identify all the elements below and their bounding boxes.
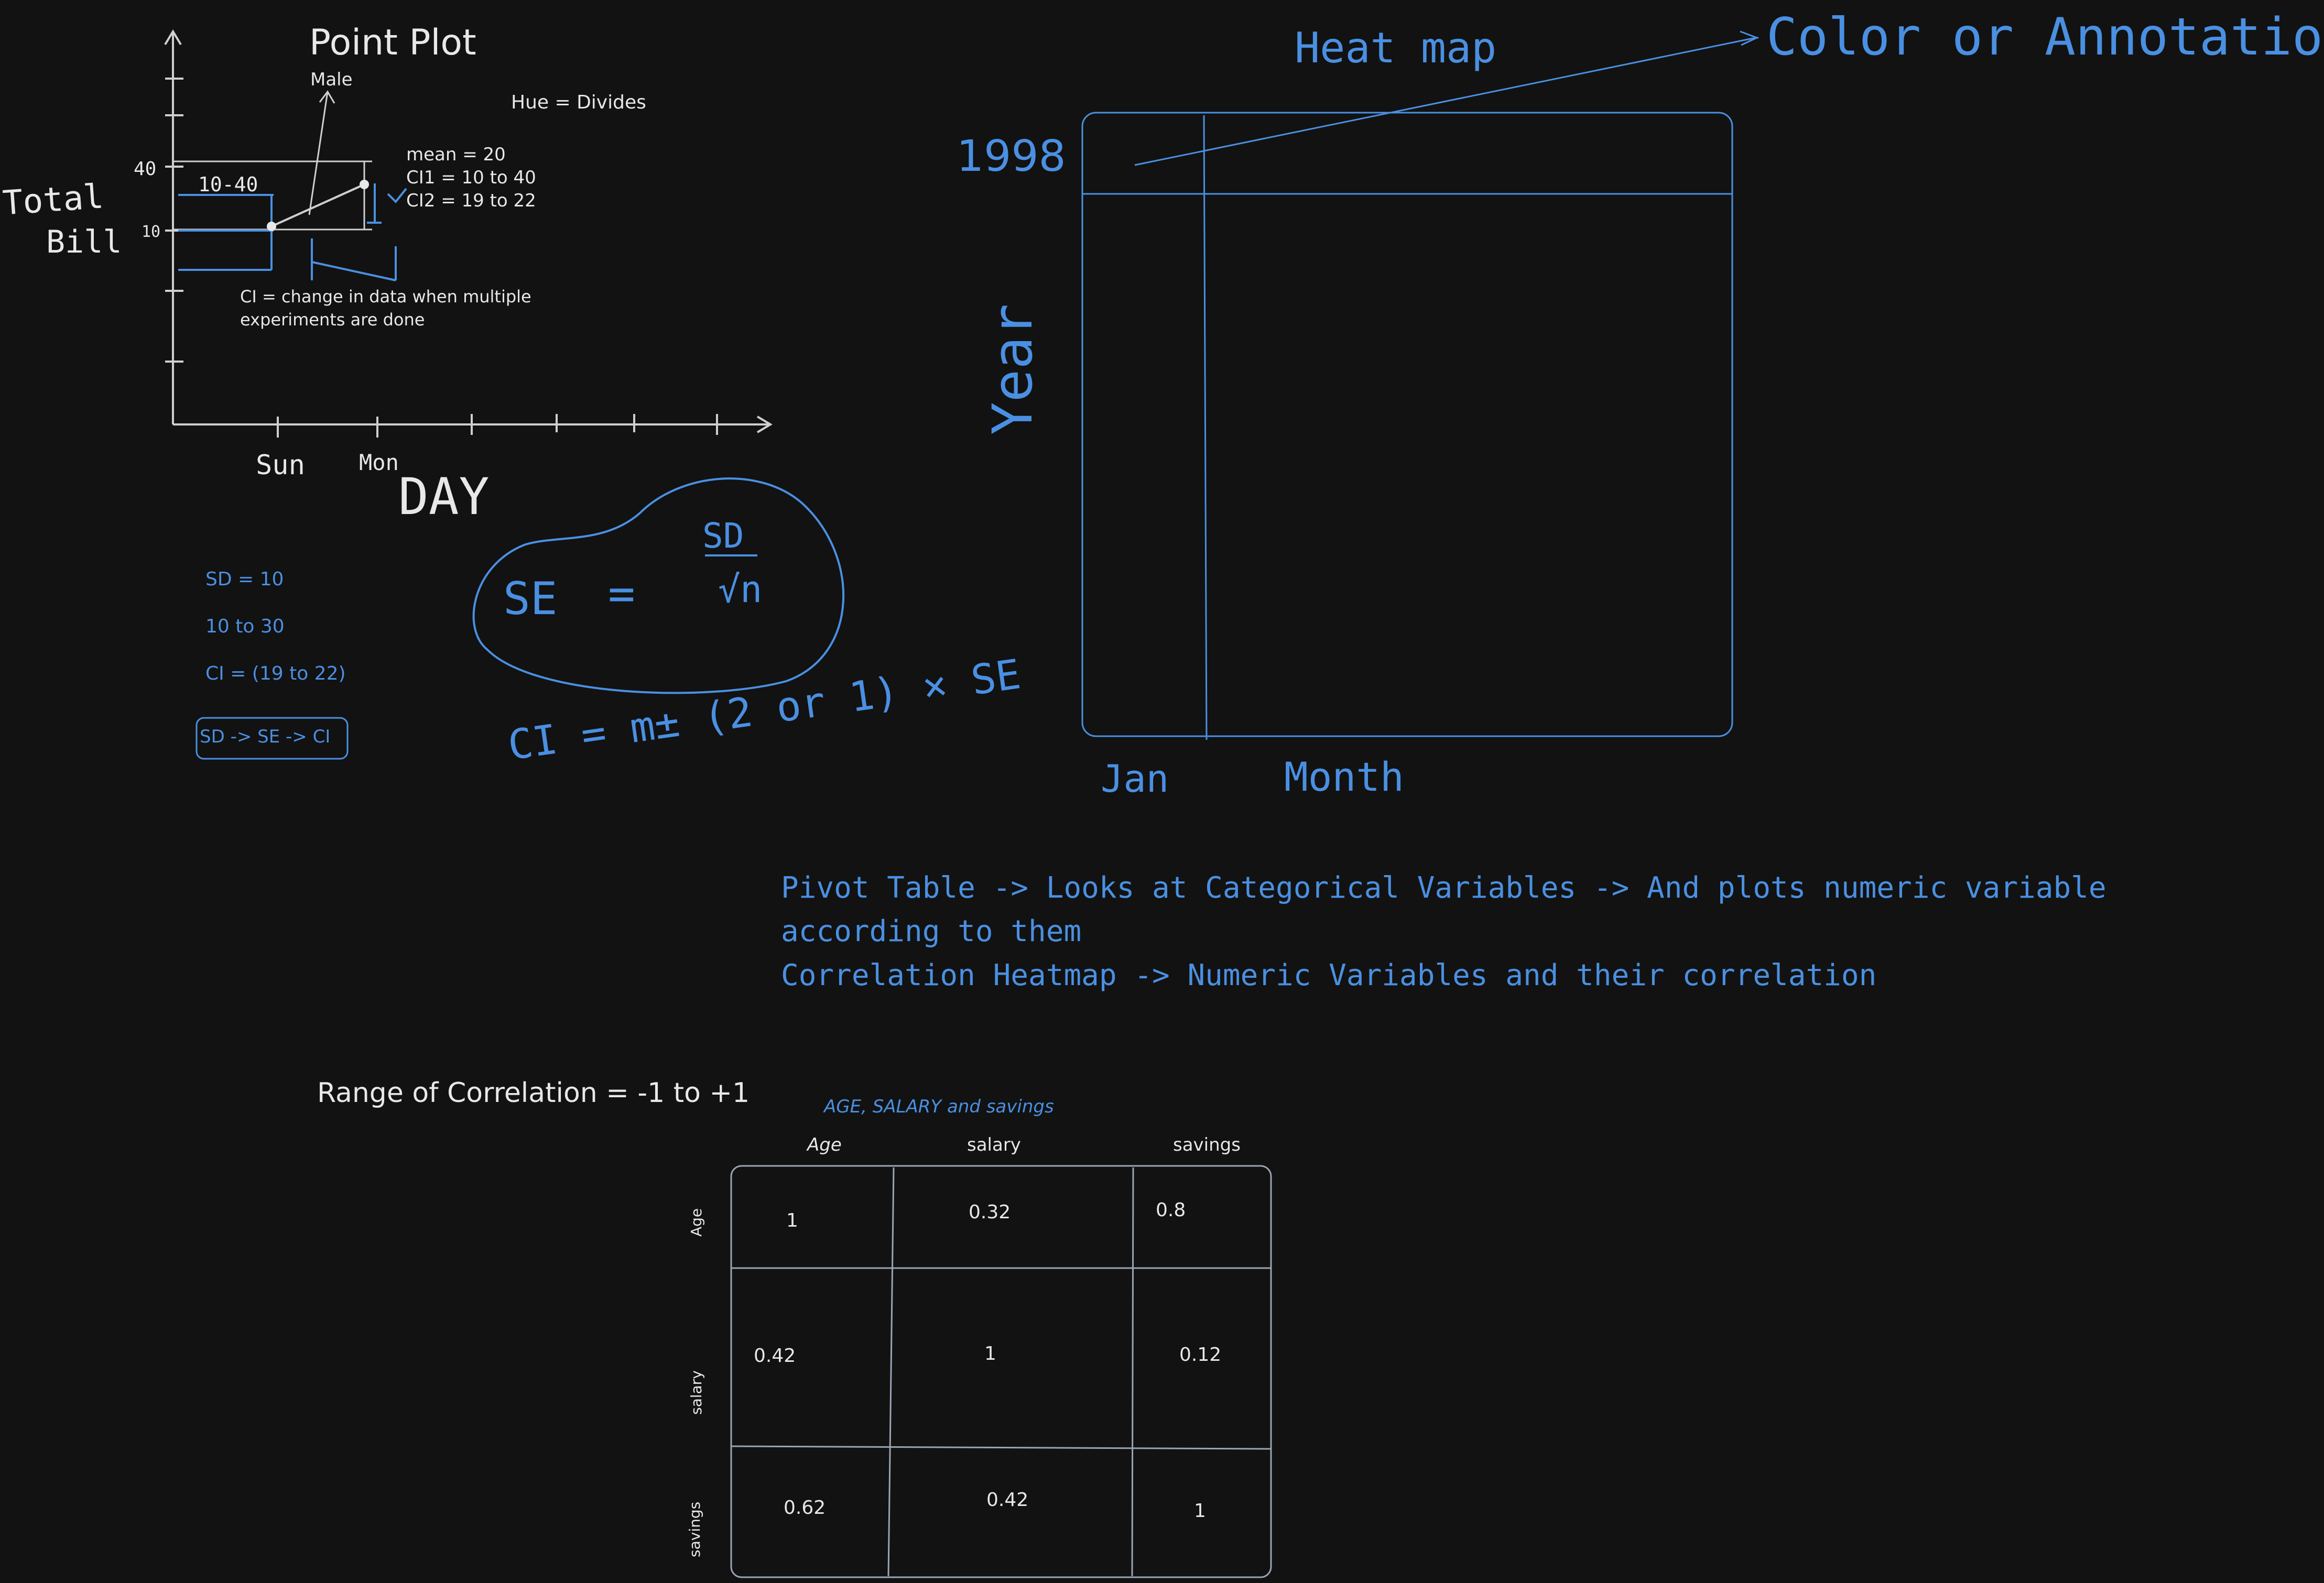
correlation-grid: [730, 1165, 1272, 1578]
tick-10-label: 10: [142, 223, 161, 241]
range-note: 10 to 30: [205, 616, 285, 637]
cell-age-salary: 0.32: [969, 1202, 1011, 1223]
row-header-age: Age: [688, 1208, 705, 1237]
male-label: Male: [310, 69, 353, 90]
x-axis-label: DAY: [398, 467, 490, 526]
point-plot-axes: [164, 29, 773, 438]
point-plot-title: Point Plot: [309, 22, 476, 63]
hue-note: Hue = Divides: [511, 92, 646, 113]
heatmap-row-1998: 1998: [957, 132, 1066, 181]
cell-age-savings: 0.8: [1156, 1199, 1186, 1221]
heatmap-y-axis: Year: [981, 303, 1045, 435]
ci1-note: CI1 = 10 to 40: [406, 167, 536, 188]
data-point-mon: [360, 180, 369, 189]
chain-box: [196, 717, 349, 760]
cell-savings-age: 0.62: [784, 1497, 826, 1519]
y-axis-label-line1: Total: [1, 177, 105, 223]
cell-salary-savings: 0.12: [1179, 1344, 1222, 1366]
row-header-salary: salary: [688, 1370, 705, 1415]
se-lhs: SE: [503, 573, 558, 625]
tick-40-label: 40: [134, 158, 157, 180]
pivot-line-3: Correlation Heatmap -> Numeric Variables…: [781, 958, 1877, 992]
column-header-age: Age: [807, 1134, 842, 1155]
chain-note: SD -> SE -> CI: [200, 726, 331, 747]
point-plot-series: [267, 90, 369, 231]
cell-salary-age: 0.42: [754, 1345, 796, 1367]
pivot-line-1: Pivot Table -> Looks at Categorical Vari…: [781, 871, 2106, 905]
heatmap-frame: [1081, 30, 1759, 740]
x-label-mon: Mon: [359, 450, 399, 475]
se-numerator: SD: [702, 516, 744, 556]
data-point-sun: [267, 222, 276, 231]
column-header-salary: salary: [967, 1134, 1021, 1155]
heatmap-x-axis: Month: [1284, 754, 1404, 800]
se-equals: =: [608, 567, 635, 620]
y-axis-label-line2: Bill: [46, 224, 122, 260]
ci-note: CI = (19 to 22): [205, 663, 346, 684]
correlation-range: Range of Correlation = -1 to +1: [317, 1077, 750, 1109]
heatmap-col-jan: Jan: [1101, 757, 1169, 801]
x-label-sun: Sun: [256, 450, 305, 481]
cell-savings-salary: 0.42: [986, 1489, 1029, 1511]
mean-note: mean = 20: [406, 144, 506, 165]
ci2-note: CI2 = 19 to 22: [406, 190, 536, 211]
sd-note: SD = 10: [205, 569, 284, 590]
ci-definition-line2: experiments are done: [240, 310, 425, 330]
se-ellipse: [472, 477, 845, 694]
pivot-line-2: according to them: [781, 914, 1082, 948]
male-arrow: [308, 91, 329, 215]
row-header-savings: savings: [686, 1501, 703, 1557]
cell-age-age: 1: [786, 1210, 798, 1231]
ci-definition-line1: CI = change in data when multiple: [240, 287, 531, 307]
annotation-label: Color or Annotation: [1766, 7, 2324, 67]
cell-savings-savings: 1: [1194, 1500, 1206, 1522]
ci-guides-blue: [178, 183, 407, 281]
correlation-caption: AGE, SALARY and savings: [824, 1096, 1054, 1117]
heatmap-title: Heat map: [1295, 24, 1497, 72]
column-header-savings: savings: [1173, 1134, 1241, 1155]
se-denominator: √n: [718, 568, 763, 611]
cell-salary-salary: 1: [984, 1343, 996, 1364]
range-label: 10-40: [198, 173, 258, 196]
